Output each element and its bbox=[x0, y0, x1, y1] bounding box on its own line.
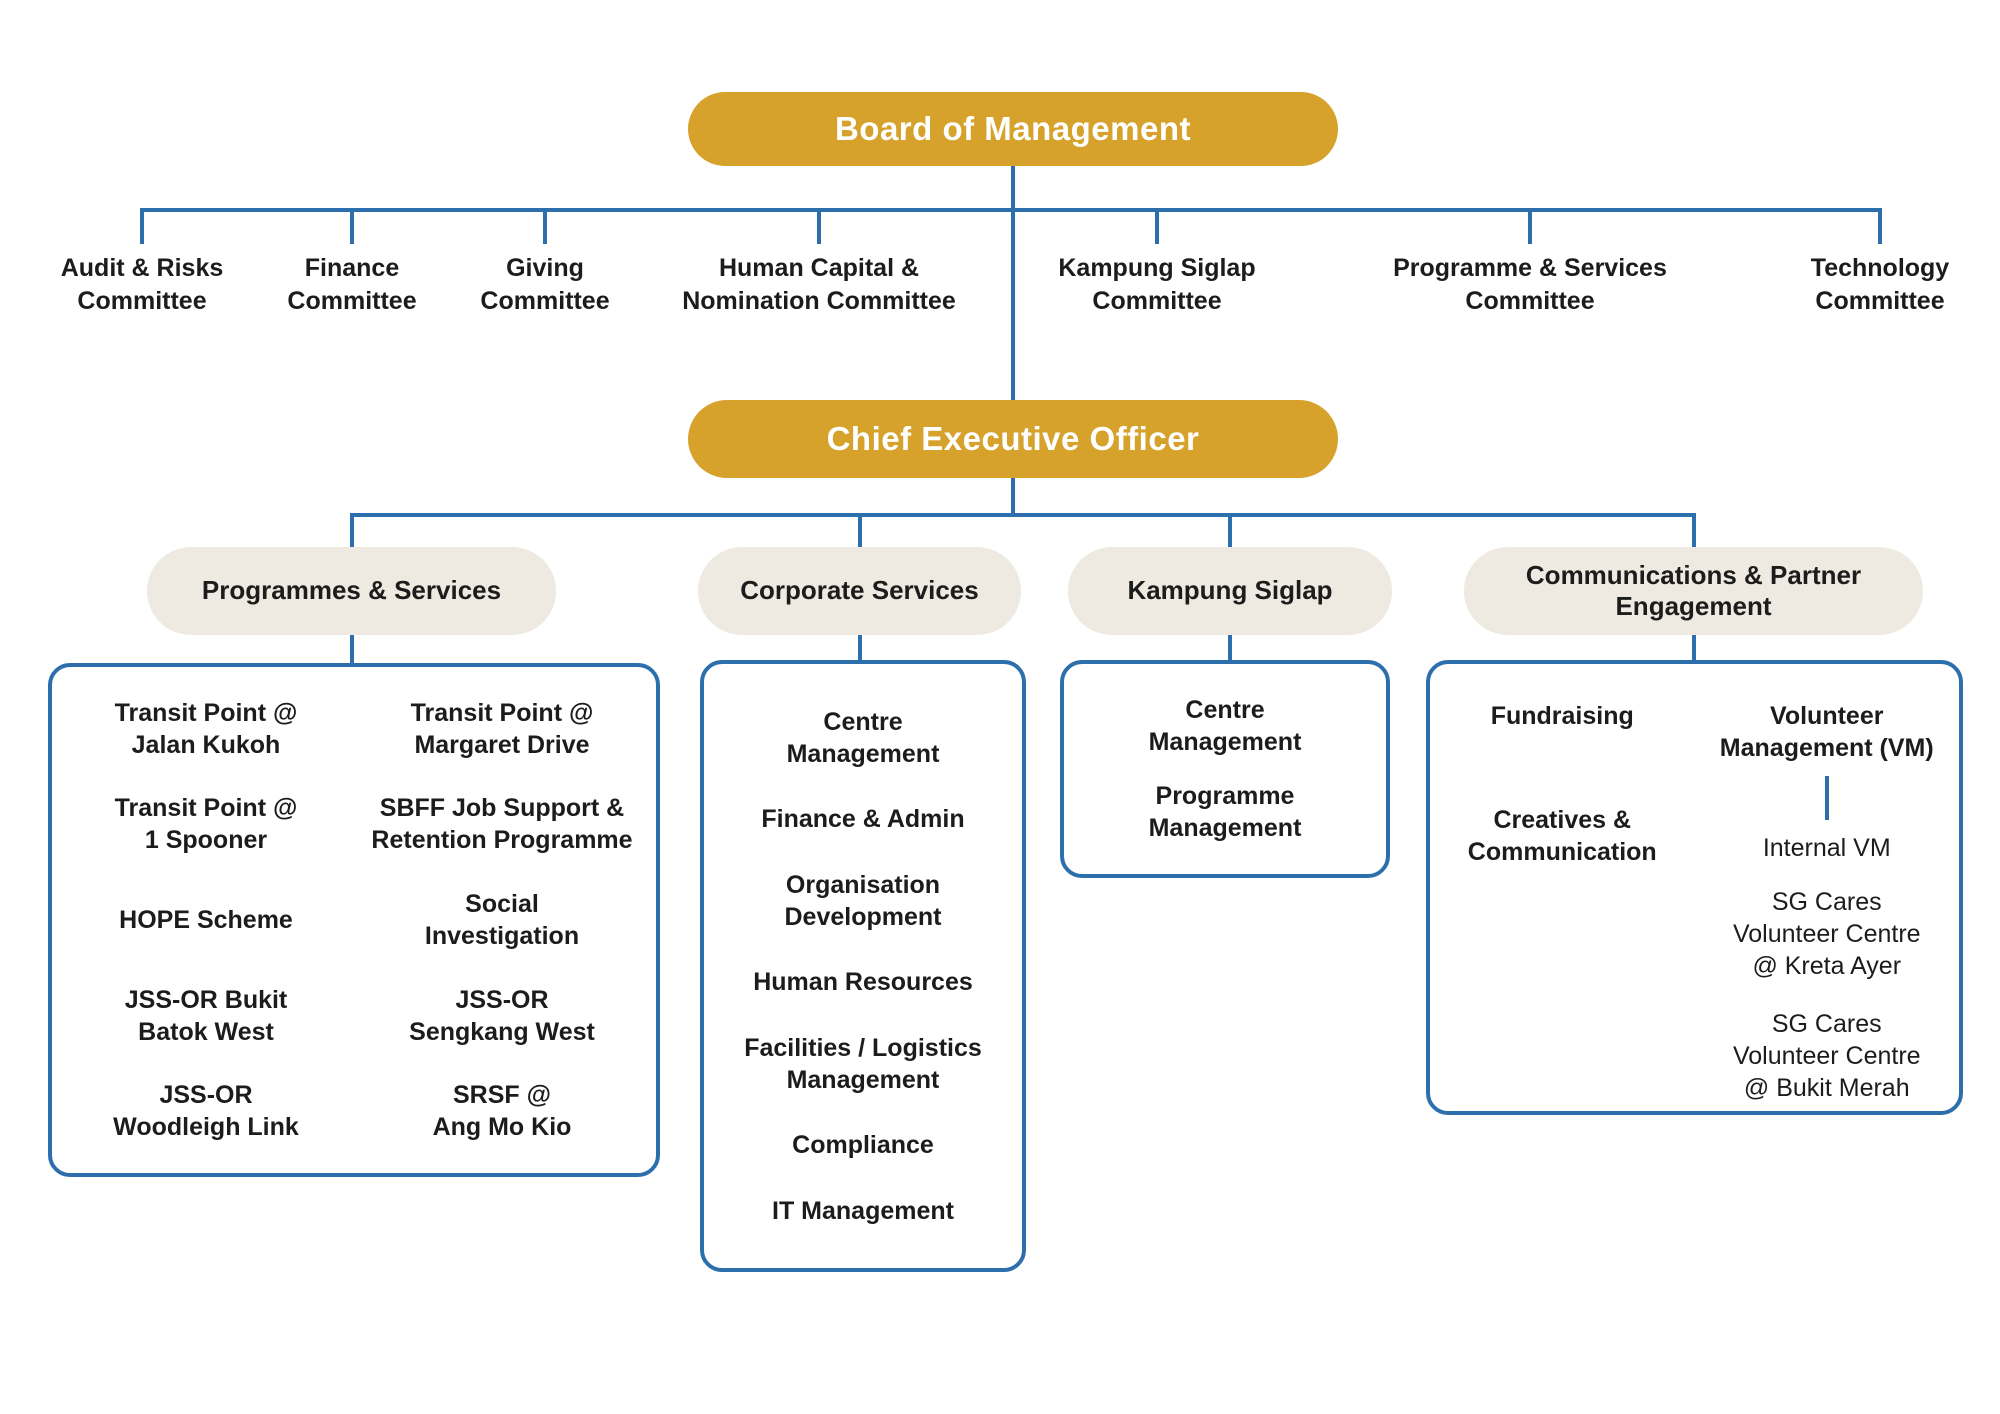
unit-transit-point-jalan-kukoh: Transit Point @ Jalan Kukoh bbox=[114, 698, 298, 759]
connector-drop-dept-0 bbox=[350, 513, 354, 551]
unit-finance-admin: Finance & Admin bbox=[761, 805, 965, 833]
unit-organisation-development: Organisation Development bbox=[784, 870, 942, 931]
connector-pill-box-2 bbox=[1228, 631, 1232, 667]
connector-drop-dept-2 bbox=[1228, 513, 1232, 551]
unit-fundraising: Fundraising bbox=[1490, 702, 1634, 730]
connector-drop-committee-1 bbox=[350, 208, 354, 244]
ceo-pill: Chief Executive Officer bbox=[688, 400, 1338, 478]
dept-pill-communications-partner-engagement: Communications & Partner Engagement bbox=[1464, 547, 1923, 635]
unit-compliance: Compliance bbox=[792, 1131, 934, 1159]
unit-volunteer-management: Volunteer Management (VM) bbox=[1719, 702, 1934, 762]
connector-drop-committee-5 bbox=[1528, 208, 1532, 244]
board-of-management-label: Board of Management bbox=[834, 110, 1192, 147]
board-of-management-pill: Board of Management bbox=[688, 92, 1338, 166]
ceo-label: Chief Executive Officer bbox=[826, 420, 1200, 457]
connector-departments-rail bbox=[350, 513, 1696, 517]
dept-label: Kampung Siglap bbox=[1127, 575, 1333, 606]
connector-committees-rail bbox=[140, 208, 1882, 212]
unit-hope-scheme: HOPE Scheme bbox=[119, 905, 293, 934]
unit-sg-cares-kreta-ayer: SG Cares Volunteer Centre @ Kreta Ayer bbox=[1732, 888, 1921, 980]
unit-facilities-logistics: Facilities / Logistics Management bbox=[744, 1033, 982, 1094]
unit-jss-or-woodleigh-link: JSS-OR Woodleigh Link bbox=[113, 1081, 299, 1142]
unit-transit-point-margaret-drive: Transit Point @ Margaret Drive bbox=[410, 698, 594, 759]
committee-programme-services: Programme & Services Committee bbox=[1393, 254, 1667, 315]
kampung-siglap-units: Centre Management Programme Management bbox=[1064, 664, 1386, 874]
connector-pill-box-1 bbox=[858, 631, 862, 667]
unit-programme-management: Programme Management bbox=[1148, 782, 1302, 842]
committee-finance: Finance Committee bbox=[287, 254, 417, 315]
communications-left-column: Fundraising Creatives & Communication bbox=[1430, 664, 1695, 1111]
dept-pill-programmes-services: Programmes & Services bbox=[147, 547, 556, 635]
unit-centre-management: Centre Management bbox=[786, 707, 940, 768]
communications-right-column: Volunteer Management (VM) Internal VM SG… bbox=[1695, 664, 1960, 1111]
connector-drop-committee-0 bbox=[140, 208, 144, 244]
programmes-services-box: Transit Point @ Jalan Kukoh Transit Poin… bbox=[48, 663, 660, 1177]
unit-sbff-job-support-retention: SBFF Job Support & Retention Programme bbox=[371, 794, 633, 855]
connector-drop-dept-3 bbox=[1692, 513, 1696, 551]
connector-drop-dept-1 bbox=[858, 513, 862, 551]
unit-creatives-communication: Creatives & Communication bbox=[1467, 806, 1657, 866]
connector-drop-committee-2 bbox=[543, 208, 547, 244]
committee-technology: Technology Committee bbox=[1810, 254, 1950, 315]
dept-pill-corporate-services: Corporate Services bbox=[698, 547, 1021, 635]
committee-human-capital: Human Capital & Nomination Committee bbox=[682, 254, 956, 315]
programmes-services-units: Transit Point @ Jalan Kukoh Transit Poin… bbox=[52, 667, 656, 1173]
unit-jss-or-bukit-batok-west: JSS-OR Bukit Batok West bbox=[124, 985, 288, 1046]
connector-drop-committee-3 bbox=[817, 208, 821, 244]
kampung-siglap-box: Centre Management Programme Management bbox=[1060, 660, 1390, 878]
connector-ceo-drop bbox=[1011, 476, 1015, 517]
communications-units: Fundraising Creatives & Communication Vo… bbox=[1430, 664, 1959, 1111]
unit-internal-vm: Internal VM bbox=[1762, 834, 1891, 862]
unit-sg-cares-bukit-merah: SG Cares Volunteer Centre @ Bukit Merah bbox=[1732, 1010, 1921, 1102]
unit-jss-or-sengkang-west: JSS-OR Sengkang West bbox=[409, 985, 595, 1046]
unit-srsf-ang-mo-kio: SRSF @ Ang Mo Kio bbox=[432, 1081, 572, 1142]
connector-drop-committee-4 bbox=[1155, 208, 1159, 244]
corporate-services-box: Centre Management Finance & Admin Organi… bbox=[700, 660, 1026, 1272]
unit-human-resources: Human Resources bbox=[753, 968, 973, 996]
unit-social-investigation: Social Investigation bbox=[424, 889, 580, 950]
committee-kampung-siglap: Kampung Siglap Committee bbox=[1058, 254, 1256, 315]
dept-label: Communications & Partner Engagement bbox=[1525, 559, 1862, 621]
corporate-services-units: Centre Management Finance & Admin Organi… bbox=[704, 664, 1022, 1268]
dept-label: Programmes & Services bbox=[201, 575, 502, 606]
unit-centre-management: Centre Management bbox=[1148, 696, 1302, 756]
connector-pill-box-3 bbox=[1692, 631, 1696, 667]
connector-drop-committee-6 bbox=[1878, 208, 1882, 244]
committee-audit-risks: Audit & Risks Committee bbox=[60, 254, 224, 315]
unit-transit-point-1-spooner: Transit Point @ 1 Spooner bbox=[114, 794, 298, 855]
committee-giving: Giving Committee bbox=[480, 254, 610, 315]
communications-partner-engagement-box: Fundraising Creatives & Communication Vo… bbox=[1426, 660, 1963, 1115]
connector-pill-box-0 bbox=[350, 631, 354, 667]
connector-vm-drop bbox=[1824, 776, 1829, 820]
dept-pill-kampung-siglap: Kampung Siglap bbox=[1068, 547, 1392, 635]
unit-it-management: IT Management bbox=[772, 1196, 954, 1225]
dept-label: Corporate Services bbox=[740, 575, 979, 606]
connector-board-to-ceo bbox=[1011, 160, 1015, 402]
